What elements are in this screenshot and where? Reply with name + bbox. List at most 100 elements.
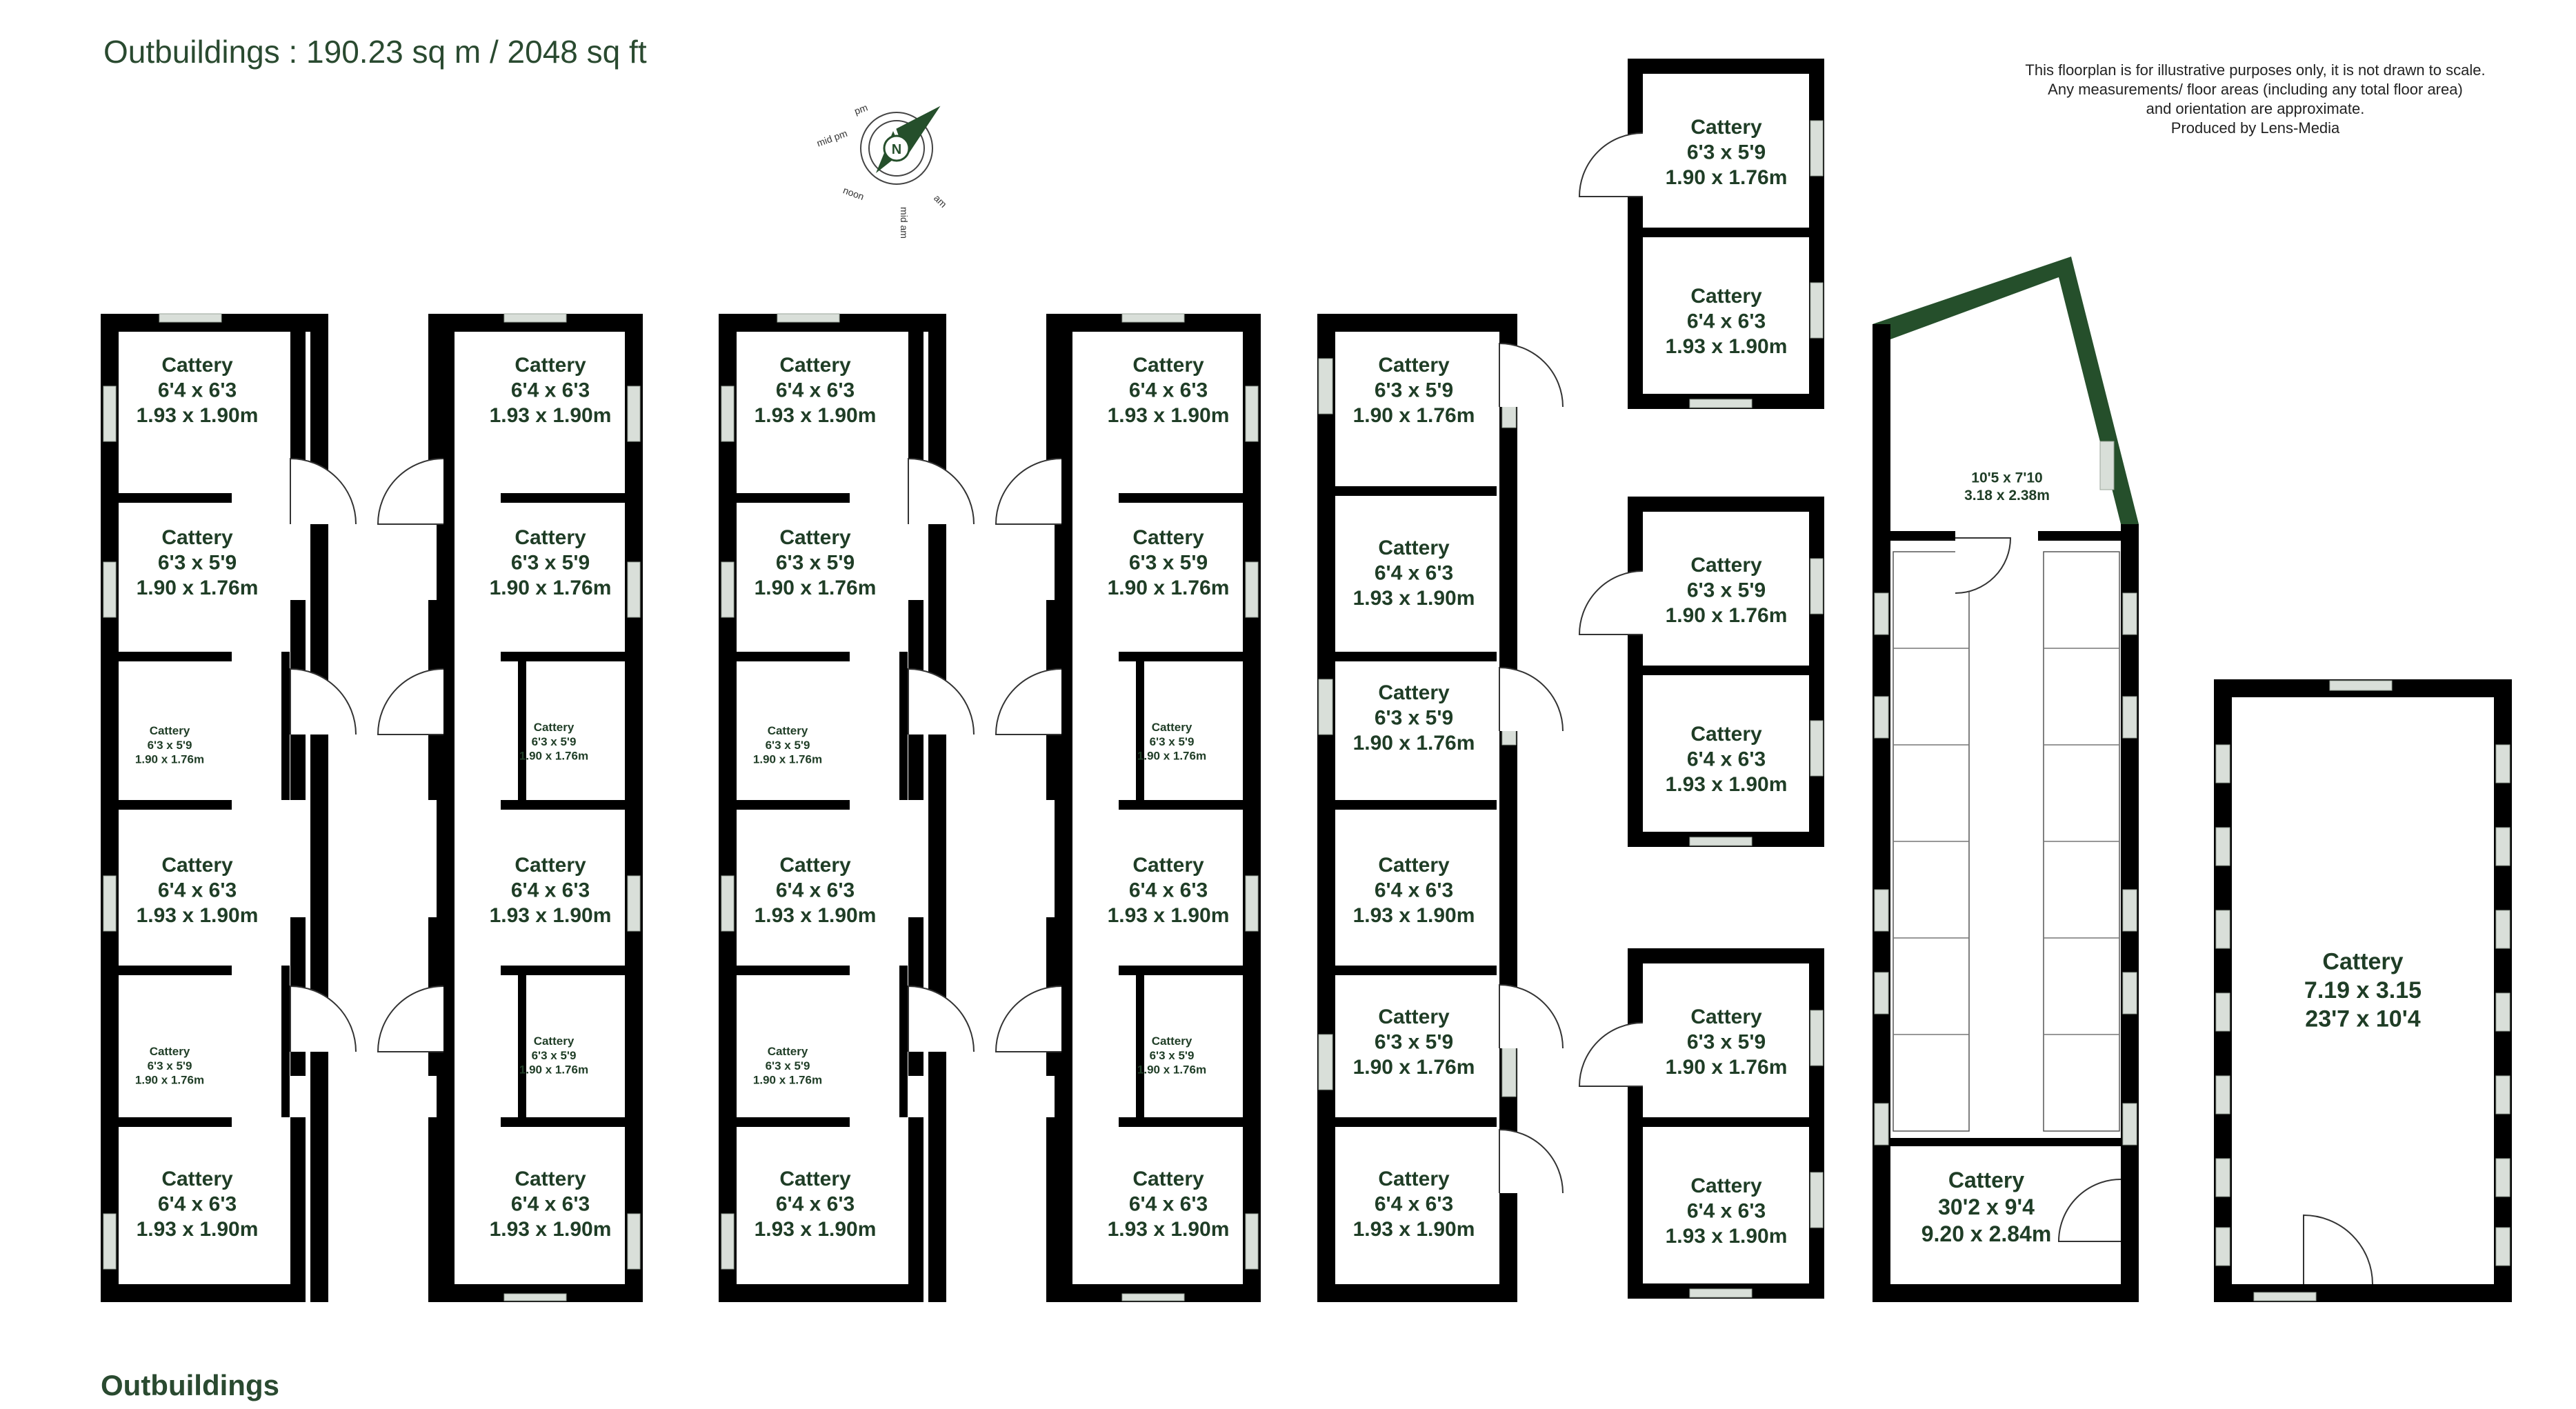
- room-label-line: Cattery: [534, 1035, 575, 1048]
- window: [103, 875, 117, 932]
- room-label-line: 1.93 x 1.90m: [490, 404, 612, 427]
- room-label-line: 1.93 x 1.90m: [1108, 904, 1230, 927]
- wall: [908, 1117, 923, 1302]
- room-label-line: Cattery: [1132, 854, 1204, 877]
- compass-label-midam: mid am: [899, 207, 910, 239]
- window: [159, 313, 222, 323]
- room-label-line: 6'3 x 5'9: [1129, 552, 1208, 574]
- walls-layer: [101, 59, 2512, 1302]
- window: [503, 313, 567, 323]
- wall: [101, 1117, 232, 1127]
- wall: [501, 966, 632, 975]
- wall: [719, 966, 850, 975]
- room-label-line: Cattery: [779, 354, 851, 377]
- window: [627, 386, 641, 442]
- wall: [1119, 1117, 1250, 1127]
- window: [721, 386, 735, 442]
- page-title: Outbuildings : 190.23 sq m / 2048 sq ft: [103, 34, 647, 70]
- window: [2329, 680, 2393, 691]
- wall: [1317, 652, 1497, 661]
- room-label-line: Cattery: [161, 854, 233, 877]
- wall: [1136, 966, 1144, 1117]
- room-label-line: 6'4 x 6'3: [776, 379, 855, 402]
- room-label-line: Cattery: [150, 1045, 190, 1058]
- room-label-line: 1.93 x 1.90m: [137, 1218, 259, 1241]
- room-label-line: Cattery: [150, 724, 190, 737]
- compass-label-pm: pm: [852, 101, 869, 117]
- wall: [1873, 531, 1955, 541]
- wall: [1317, 800, 1497, 810]
- room-label-line: Cattery: [1690, 285, 1762, 308]
- wall: [2038, 531, 2138, 541]
- room-label-line: Cattery: [1378, 681, 1450, 704]
- room-label-line: Cattery: [1690, 554, 1762, 577]
- compass-label-midpm: mid pm: [815, 128, 849, 149]
- window: [1874, 696, 1889, 739]
- window: [1318, 358, 1333, 414]
- room-label-line: 1.90 x 1.76m: [1137, 1063, 1206, 1077]
- window: [1810, 120, 1824, 177]
- room-label-line: 6'3 x 5'9: [1150, 1049, 1195, 1062]
- room-label-line: 6'3 x 5'9: [766, 1059, 810, 1072]
- door-swing: [1578, 1022, 1644, 1087]
- window: [1245, 1213, 1259, 1270]
- room-label-line: Cattery: [1378, 537, 1450, 559]
- door-swing: [1578, 570, 1644, 635]
- room-label-line: Cattery: [1690, 116, 1762, 139]
- room-label-line: 1.90 x 1.76m: [1353, 732, 1475, 755]
- room-label-line: 10'5 x 7'10: [1971, 470, 2042, 486]
- window: [1121, 1293, 1185, 1301]
- wall: [1119, 493, 1250, 503]
- room-label-line: Cattery: [2322, 948, 2403, 975]
- room-label-line: 1.93 x 1.90m: [1666, 335, 1788, 358]
- room-label-line: 1.90 x 1.76m: [135, 753, 204, 766]
- window: [2122, 889, 2137, 932]
- wall: [1628, 948, 1824, 963]
- door-swing: [995, 986, 1062, 1052]
- window: [2495, 827, 2510, 866]
- room-label-line: 6'4 x 6'3: [1375, 1193, 1453, 1216]
- door-swing: [908, 668, 975, 735]
- room-label-line: 6'4 x 6'3: [1375, 562, 1453, 585]
- room-label-line: 6'4 x 6'3: [511, 1193, 590, 1216]
- room-label-line: 6'4 x 6'3: [158, 879, 237, 902]
- room-label-line: 6'3 x 5'9: [766, 739, 810, 752]
- room-label-line: 1.93 x 1.90m: [1353, 1218, 1475, 1241]
- room-label-line: Cattery: [1690, 723, 1762, 746]
- room-label-line: 1.90 x 1.76m: [519, 1063, 588, 1077]
- room-label-line: 23'7 x 10'4: [2305, 1006, 2421, 1032]
- room-label-line: 1.90 x 1.76m: [1353, 404, 1475, 427]
- room-label-line: 6'4 x 6'3: [1375, 879, 1453, 902]
- window: [103, 1213, 117, 1270]
- room-label-line: 6'4 x 6'3: [1687, 310, 1766, 333]
- window: [1874, 889, 1889, 932]
- wall: [1628, 1117, 1824, 1127]
- window: [2215, 1158, 2230, 1197]
- window: [2215, 744, 2230, 783]
- room-label-line: Cattery: [515, 354, 586, 377]
- room-label-line: Cattery: [768, 724, 808, 737]
- room-label-line: Cattery: [779, 526, 851, 549]
- door-swing: [290, 668, 357, 735]
- room-label-line: 6'4 x 6'3: [1129, 879, 1208, 902]
- window: [2215, 1227, 2230, 1266]
- room-label-line: Cattery: [1132, 354, 1204, 377]
- wall: [719, 800, 850, 810]
- wall: [101, 652, 232, 661]
- room-label-line: 1.90 x 1.76m: [753, 753, 822, 766]
- wall: [290, 1117, 306, 1302]
- room-label-line: 1.93 x 1.90m: [1108, 404, 1230, 427]
- room-label-line: Cattery: [1132, 526, 1204, 549]
- window: [2215, 827, 2230, 866]
- door-swing: [377, 458, 444, 525]
- wall: [1317, 314, 1517, 332]
- window: [2099, 441, 2115, 490]
- room-label-line: 1.93 x 1.90m: [1108, 1218, 1230, 1241]
- room-label-line: 1.90 x 1.76m: [519, 750, 588, 763]
